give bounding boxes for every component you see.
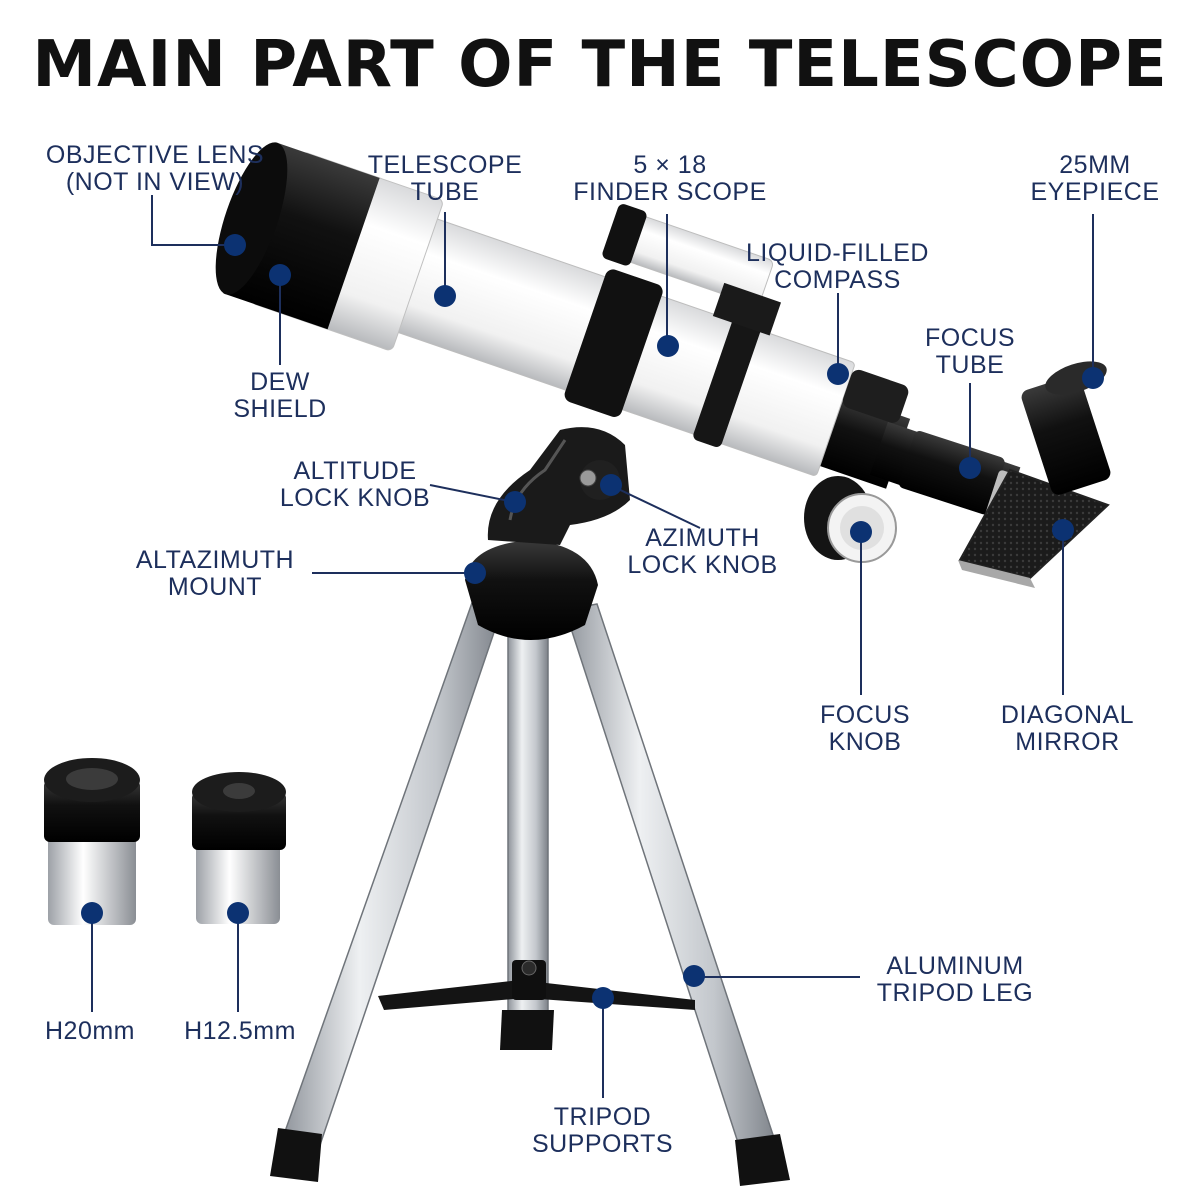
tripod-spreader-screw [521,960,537,976]
marker-focus-knob [850,521,872,543]
marker-telescope-tube [434,285,456,307]
tube-ring-band [693,317,761,447]
marker-focus-tube [959,457,981,479]
marker-eyepiece [1082,367,1104,389]
marker-altazimuth [464,562,486,584]
focus-tube [898,431,1005,515]
label-diagonal-mirror: DIAGONAL MIRROR [1000,701,1135,756]
label-altitude-lock-knob: ALTITUDE LOCK KNOB [279,457,431,512]
diagonal-eyepiece [1021,375,1111,495]
telescope-body [215,142,1021,521]
label-dew-shield: DEW SHIELD [233,368,327,423]
tripod-head [465,540,598,640]
marker-diagonal [1052,519,1074,541]
tube-ring [564,269,663,417]
diagonal-mirror-edge [958,560,1035,588]
leader-lines [91,195,1094,1098]
marker-dew-shield [269,264,291,286]
tripod-foot-center [500,1010,554,1050]
marker-tripod-leg [683,965,705,987]
tripod-leg-right [564,603,779,1156]
label-aluminum-tripod-leg: ALUMINUM TRIPOD LEG [876,952,1034,1007]
eyepiece-h12-5-barrel [196,842,280,924]
tripod-foot-left [270,1128,322,1182]
markers [81,234,1104,1009]
label-finder-scope: 5 × 18 FINDER SCOPE [573,151,767,206]
marker-h20 [81,902,103,924]
mount-arm-highlight [508,439,567,521]
tripod-foot-right [735,1134,790,1186]
focus-knob-group [804,476,897,563]
leader-altitude [429,484,515,503]
marker-objective-lens [224,234,246,256]
page-title: MAIN PART OF THE TELESCOPE [32,28,1168,102]
eyepiece-h20-barrel [48,835,136,925]
dew-shield-rim [215,142,288,295]
marker-h12-5 [227,902,249,924]
tripod-leg-left [280,599,504,1146]
label-azimuth-lock-knob: AZIMUTH LOCK KNOB [627,524,778,579]
finder-front [602,204,647,266]
label-tripod-supports: TRIPOD SUPPORTS [531,1103,674,1158]
mount [465,427,630,640]
label-focus-knob: FOCUS KNOB [820,701,910,756]
diagonal-mirror-body [958,468,1110,580]
marker-finder-scope [657,335,679,357]
label-eyepiece-25mm: 25MM EYEPIECE [1030,151,1160,206]
tripod [270,599,790,1186]
label-focus-tube: FOCUS TUBE [925,324,1015,379]
marker-altitude [504,491,526,513]
mount-arm [487,427,630,545]
marker-azimuth [600,474,622,496]
marker-tripod-supports [592,987,614,1009]
compass-housing [842,369,909,423]
leader-azimuth [611,485,701,529]
marker-compass [827,363,849,385]
diagonal-group [958,361,1111,588]
label-eyepiece-h12-5: H12.5mm [184,1017,296,1045]
finder-bracket [712,282,782,336]
label-eyepiece-h20: H20mm [44,1017,135,1045]
label-liquid-compass: LIQUID-FILLED COMPASS [746,239,929,294]
tripod-spreader-hub [512,960,546,1000]
eyepiece-h20-lens [66,768,118,790]
label-objective-lens: OBJECTIVE LENS (NOT IN VIEW) [45,141,265,196]
leader-objective-lens [151,195,233,246]
eyepiece-h20 [44,758,140,925]
label-altazimuth-mount: ALTAZIMUTH MOUNT [135,546,295,601]
mount-bolt [579,469,597,487]
eyepiece-h12-5 [192,772,286,924]
label-telescope-tube: TELESCOPE TUBE [367,151,523,206]
eyepiece-h12-5-lens [223,783,255,799]
